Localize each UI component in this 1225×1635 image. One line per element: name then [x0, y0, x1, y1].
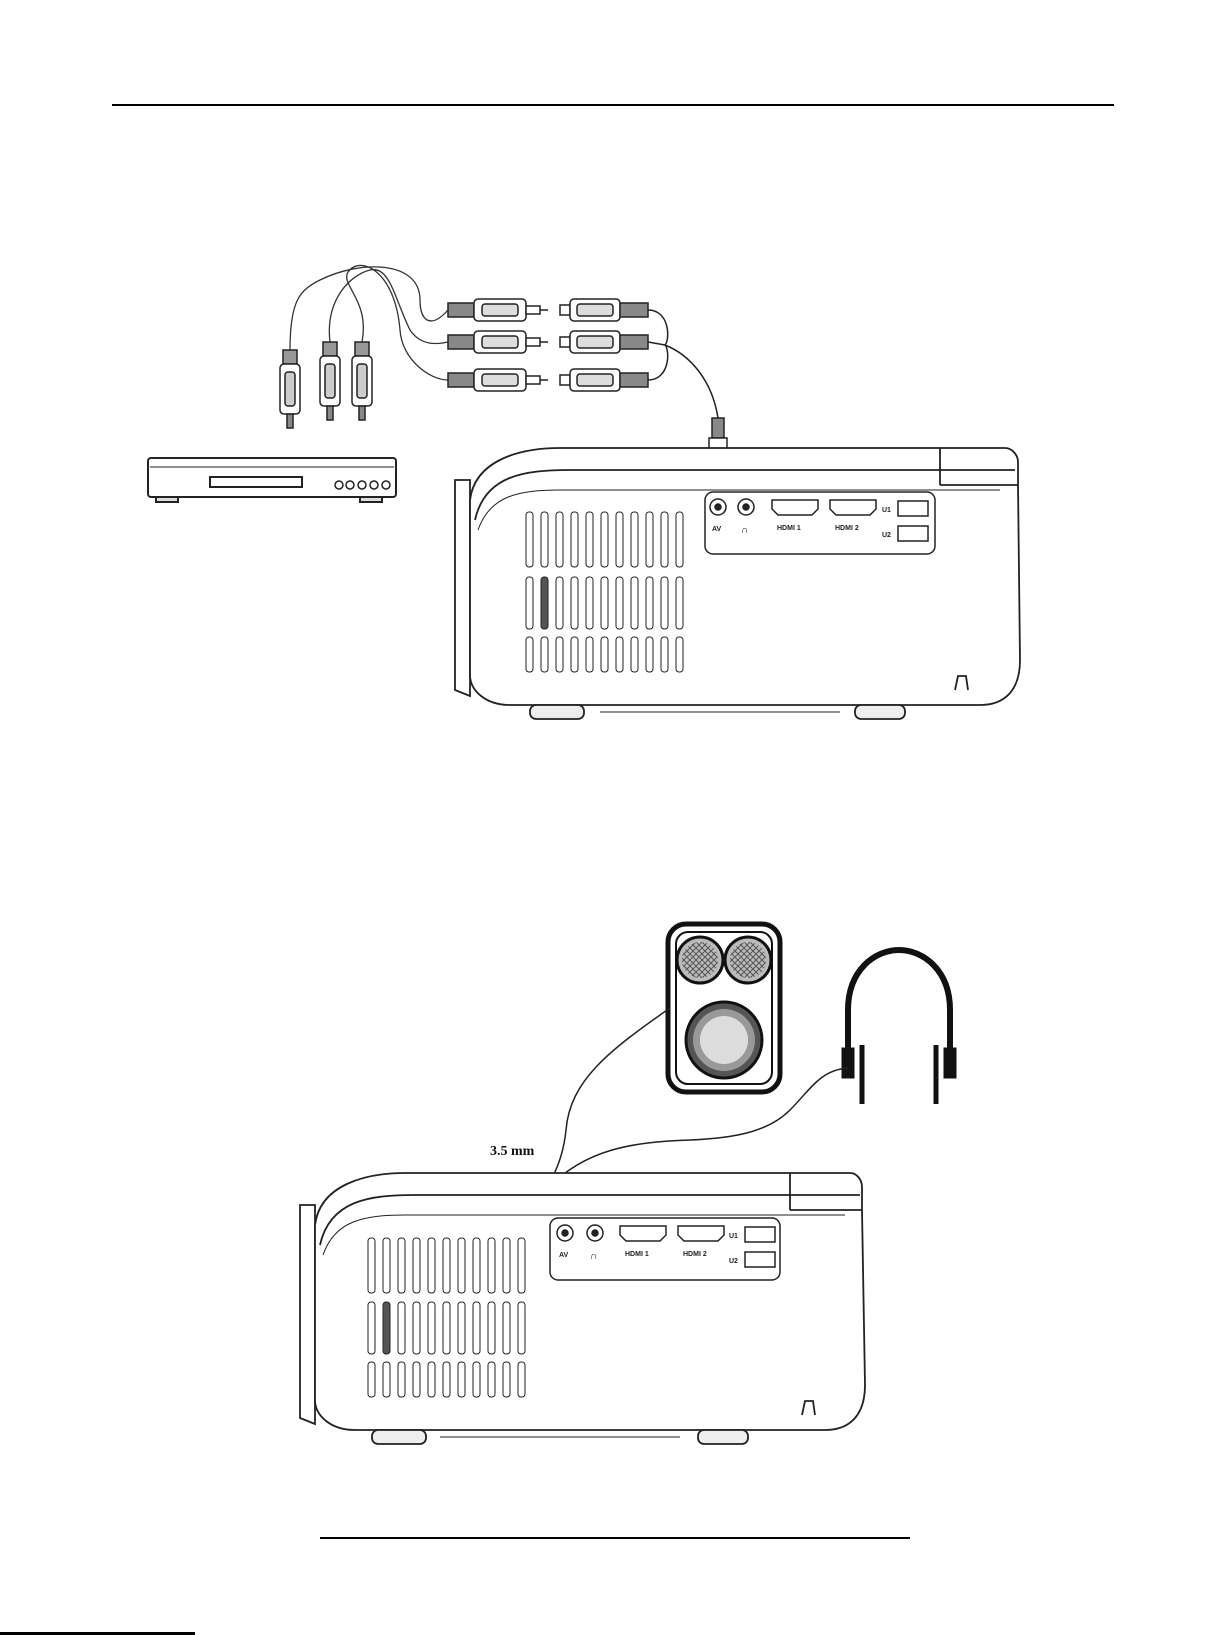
cable-label: 3.5 mm — [490, 1144, 535, 1159]
port-label-headphone: ∩ — [741, 525, 748, 536]
port-label-u2: U2 — [729, 1258, 738, 1265]
port-label-hdmi1: HDMI 1 — [777, 525, 801, 532]
rca-plug-group-right — [560, 299, 648, 391]
usb-port-icon[interactable] — [745, 1227, 775, 1242]
port-label-av: AV — [712, 526, 722, 533]
port-label-hdmi2: HDMI 2 — [835, 525, 859, 532]
speaker-icon — [668, 924, 780, 1092]
port-label-u1: U1 — [729, 1233, 738, 1240]
usb-port-icon[interactable] — [898, 501, 928, 516]
headphones-icon — [842, 950, 956, 1104]
port-panel — [550, 1218, 780, 1280]
port-label-av: AV — [559, 1252, 569, 1259]
av-cable — [648, 310, 718, 418]
port-label-hdmi2: HDMI 2 — [683, 1251, 707, 1258]
rca-connector-icon — [280, 342, 372, 428]
port-label-hdmi1: HDMI 1 — [625, 1251, 649, 1258]
hdmi-port-icon[interactable] — [830, 500, 876, 515]
port-label-u1: U1 — [882, 507, 891, 514]
rca-plug-group-left — [448, 299, 548, 391]
projector-icon — [455, 448, 1020, 719]
hdmi-port-icon[interactable] — [620, 1226, 666, 1241]
diagram-audio-connection: 3.5 mm — [300, 924, 956, 1444]
port-label-u2: U2 — [882, 532, 891, 539]
hdmi-port-icon[interactable] — [678, 1226, 724, 1241]
usb-port-icon[interactable] — [898, 526, 928, 541]
hdmi-port-icon[interactable] — [772, 500, 818, 515]
port-panel — [705, 492, 935, 554]
diagram-av-connection: AV ∩ HDMI 1 HDMI 2 U1 U2 — [148, 265, 1020, 719]
usb-port-icon[interactable] — [745, 1252, 775, 1267]
port-label-headphone: ∩ — [590, 1251, 597, 1262]
dvd-player-icon — [148, 458, 396, 502]
